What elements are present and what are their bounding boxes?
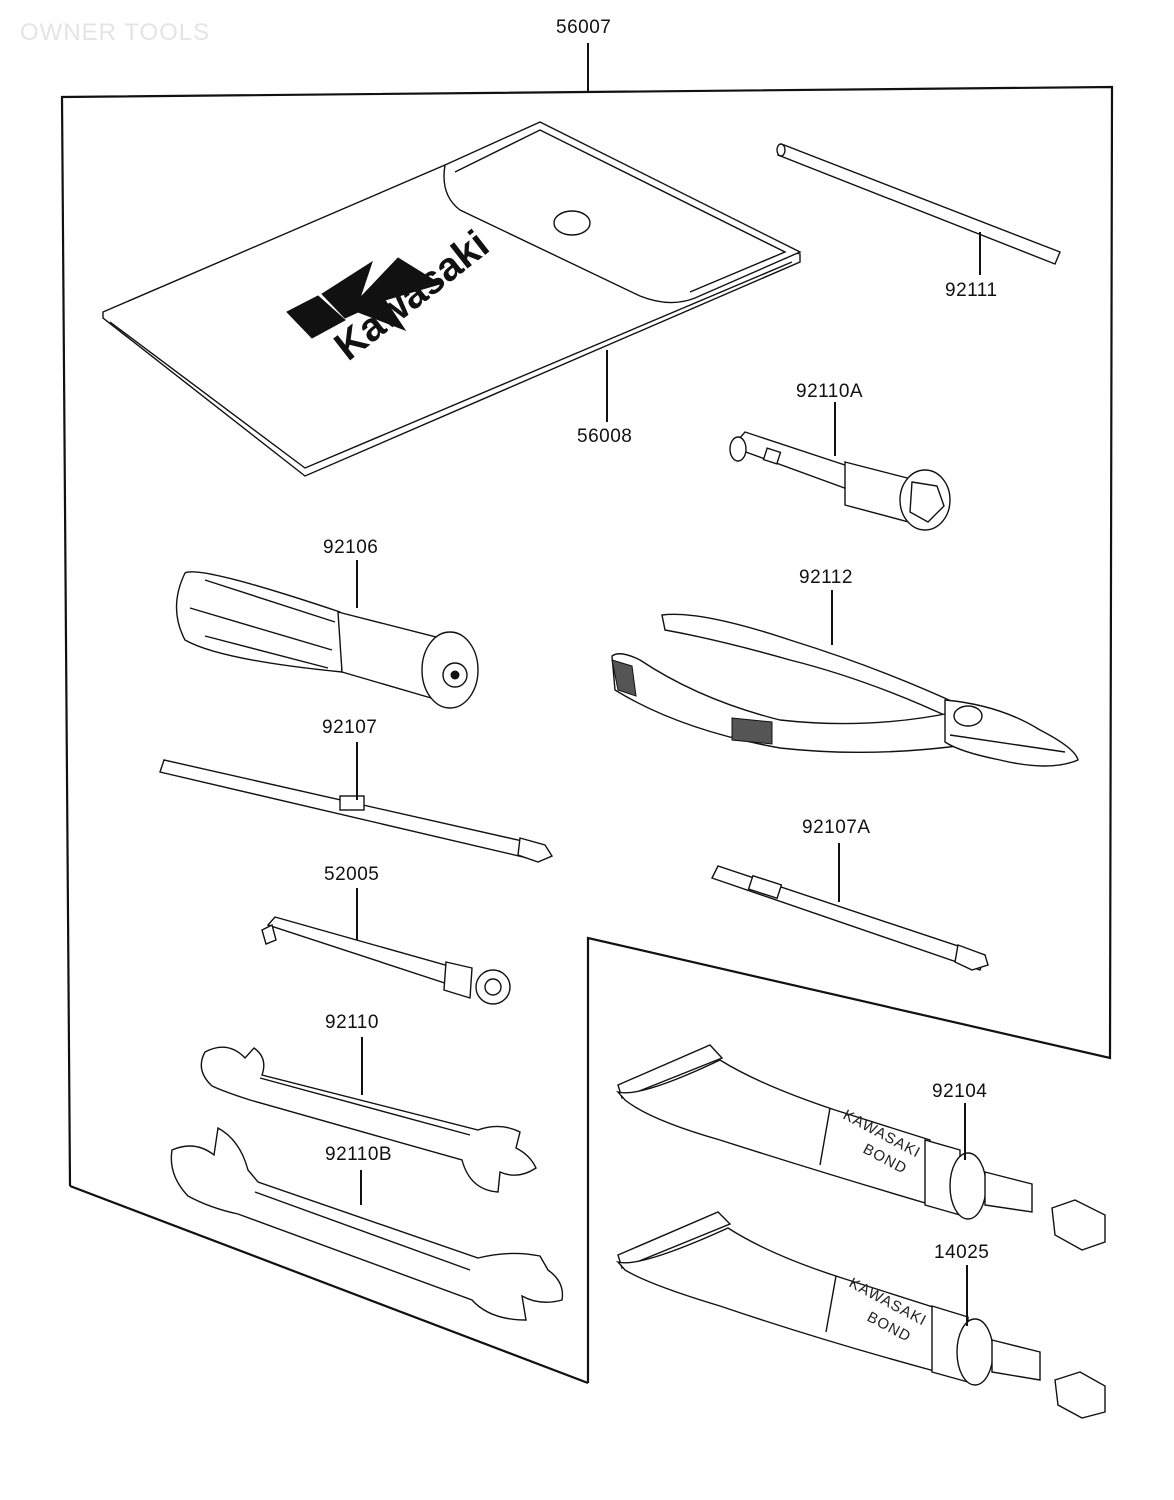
- pliers: [611, 613, 1079, 767]
- open-end-wrench: [200, 1046, 537, 1193]
- label-14025: 14025: [934, 1242, 989, 1263]
- label-92107: 92107: [322, 717, 377, 738]
- label-92110: 92110: [325, 1012, 379, 1033]
- label-92104: 92104: [932, 1081, 987, 1102]
- tool-pouch: Kawasaki: [102, 121, 802, 477]
- open-end-wrench-b: [170, 1126, 564, 1321]
- bond-tube: KAWASAKI BOND: [615, 1044, 1106, 1251]
- label-92111: 92111: [945, 280, 998, 301]
- label-92107A: 92107A: [802, 817, 871, 838]
- assembly-frame: [60, 85, 1114, 1385]
- label-92112: 92112: [799, 567, 853, 588]
- tommy-bar: [776, 143, 1061, 265]
- page-title: OWNER TOOLS: [20, 19, 210, 46]
- label-56008: 56008: [577, 426, 632, 447]
- label-56007: 56007: [556, 17, 611, 38]
- box-wrench: [729, 431, 951, 531]
- bond-tube-2: KAWASAKI BOND: [615, 1211, 1106, 1419]
- label-92106: 92106: [323, 537, 378, 558]
- label-92110B: 92110B: [325, 1144, 392, 1165]
- label-52005: 52005: [324, 864, 379, 885]
- label-92110A: 92110A: [796, 381, 863, 402]
- screwdriver-handle: [175, 571, 479, 709]
- screwdriver-bit-a: [711, 865, 989, 971]
- socket-extension: [261, 916, 511, 1005]
